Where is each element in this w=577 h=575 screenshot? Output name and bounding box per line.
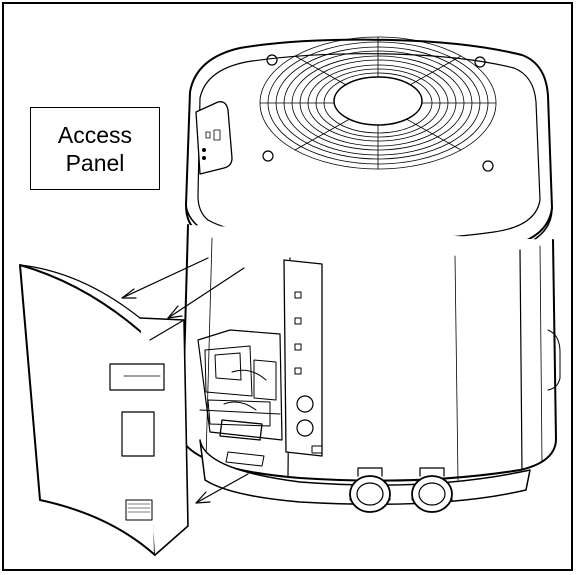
heat-pump-unit xyxy=(181,36,561,513)
exposed-interior xyxy=(197,329,283,441)
pipe-fittings xyxy=(349,467,453,513)
fan-grille xyxy=(259,36,497,170)
fan-hub xyxy=(333,76,423,126)
callout-line-1: Access xyxy=(57,121,133,148)
callout-line-2: Panel xyxy=(65,149,125,176)
removal-arrow xyxy=(121,257,249,504)
access-panel xyxy=(19,264,189,556)
service-strip xyxy=(283,259,323,457)
access-panel-callout: Access Panel xyxy=(30,107,160,190)
unit-top-lid xyxy=(185,38,553,257)
